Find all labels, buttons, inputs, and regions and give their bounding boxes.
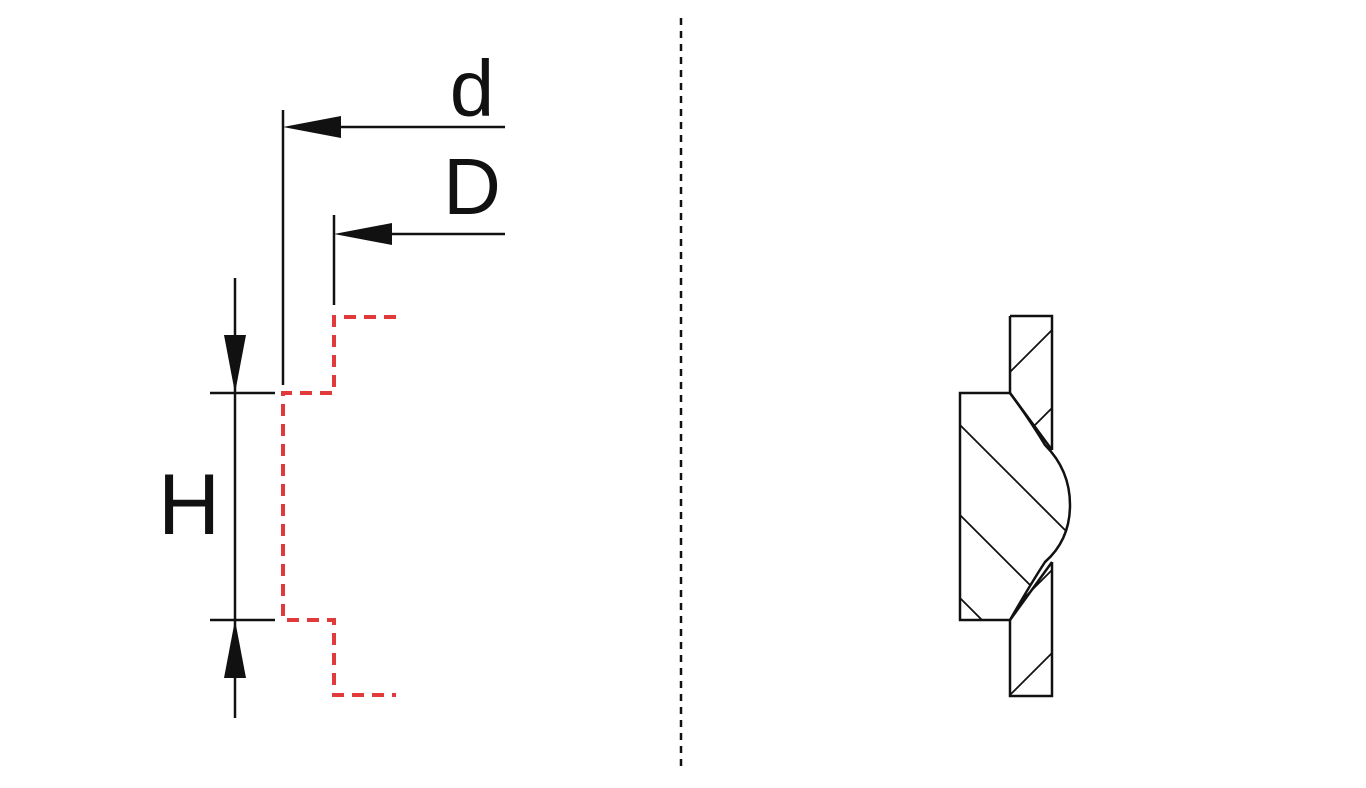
- arrowhead-d: [283, 116, 341, 138]
- label-d: d: [450, 44, 495, 133]
- label-D: D: [443, 142, 501, 231]
- arrowhead-H-top: [224, 335, 246, 393]
- cross-section-group: [958, 314, 1072, 698]
- main-body-outline: [958, 391, 1072, 622]
- bottom-washer-outline: [1008, 562, 1054, 698]
- arrowhead-D: [334, 223, 392, 245]
- arrowhead-H-bottom: [224, 620, 246, 678]
- top-washer-outline: [1008, 314, 1054, 450]
- dimension-D: D: [332, 142, 505, 305]
- dimension-H: H: [158, 278, 275, 718]
- dimension-d: d: [281, 44, 505, 385]
- label-H: H: [158, 457, 220, 553]
- profile-dashed-outline: [281, 315, 396, 697]
- bottom-washer: [1008, 561, 1054, 698]
- top-washer: [1008, 314, 1054, 451]
- dimension-group: d D H: [158, 44, 505, 718]
- main-body: [958, 391, 1072, 622]
